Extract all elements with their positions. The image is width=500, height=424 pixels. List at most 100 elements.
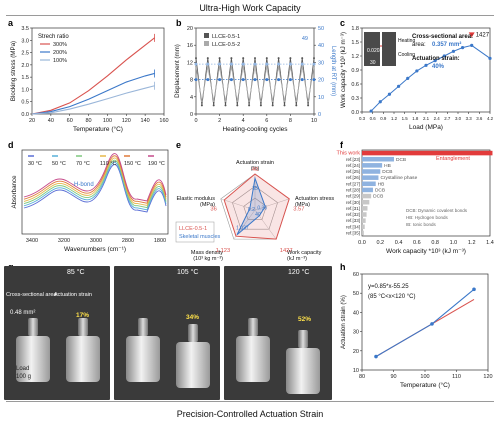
x-tick-label: 40: [48, 118, 54, 124]
y-tick-label: 30: [353, 330, 359, 336]
x-tick-label: 1800: [154, 238, 166, 244]
series-point: [288, 78, 292, 82]
series-point: [374, 354, 378, 359]
callout-strain-label: Actuation strain:: [412, 56, 460, 62]
legend-label: 30 °C: [28, 161, 42, 167]
radar-value-red: 1427: [280, 248, 293, 254]
bar-tag: DCB: [375, 188, 385, 194]
bar-tag: HB: [384, 163, 391, 169]
y-tick-label: 0.0: [21, 112, 29, 118]
callout-area-value: 0.357 mm²: [432, 41, 461, 48]
binder-clip: [28, 318, 38, 336]
panel-label-b: b: [176, 18, 182, 28]
series-point: [301, 65, 304, 68]
panel-label-h: h: [340, 262, 346, 272]
bar-category-label: ref.[24]: [346, 163, 360, 168]
series-point: [248, 104, 251, 107]
binder-clip: [188, 324, 198, 342]
panel-label-a: a: [8, 18, 14, 28]
inset-photo-left: [364, 32, 380, 66]
y-tick-label: 16: [187, 43, 193, 49]
y-axis-label: Displacement (mm): [174, 44, 181, 98]
radar-grid: [232, 185, 278, 230]
series-point: [212, 100, 215, 103]
radar-spoke: [220, 198, 256, 211]
callout-area-prefix: area:: [412, 42, 426, 48]
bar-category-label: ref.[30]: [346, 200, 360, 205]
bar: [362, 187, 373, 193]
plot-frame: [21, 149, 169, 235]
series-point: [470, 43, 474, 48]
bar: [362, 175, 379, 180]
y-axis-label: Work capacity *10³ (kJ m⁻³): [340, 32, 347, 108]
series-point: [241, 62, 245, 66]
series-point: [200, 104, 203, 107]
binder-clip: [138, 318, 148, 336]
bar: [362, 212, 367, 217]
series-point: [236, 100, 239, 103]
x-tick-label: 4: [242, 118, 245, 124]
series-point: [387, 92, 392, 96]
temperature-label: 85 °C: [67, 269, 85, 276]
x-tick-label: 2: [218, 118, 221, 124]
series-point: [253, 78, 257, 82]
y-tick-label: 50: [353, 291, 359, 297]
weight-cylinder: [286, 348, 320, 394]
y-tick-label: 0.6: [351, 82, 359, 88]
series-point: [218, 65, 221, 68]
series-line-190 °C: [23, 153, 167, 202]
legend-label: 150 °C: [124, 161, 141, 167]
y-axis-label: Absorbance: [11, 175, 18, 209]
series-point: [396, 84, 401, 88]
panel-label-d: d: [8, 140, 14, 150]
series-point: [194, 62, 198, 66]
radar-value-red: 36: [210, 207, 216, 213]
radar-spoke: [254, 209, 277, 240]
y-tick-label: 1.5: [21, 75, 29, 81]
series-point: [378, 100, 382, 104]
y-tick-label: 12: [187, 60, 193, 66]
legend-label: LLCE-0.5-1: [212, 34, 240, 40]
series-point: [241, 78, 245, 82]
x-tick-label: 3400: [26, 238, 38, 244]
bar-category-label: ref.[34]: [346, 224, 360, 229]
x-tick-label: 1.5: [402, 116, 409, 121]
bond-key: IB: Ionic bonds: [406, 222, 437, 227]
legend-label: 70 °C: [76, 161, 90, 167]
radar-series-blue: [236, 176, 266, 236]
plot-frame: [195, 27, 315, 115]
series-point: [312, 78, 316, 82]
x-tick-label: 1.2: [468, 240, 476, 246]
x-tick-label: 3.6: [476, 116, 483, 121]
y-tick-label: 1.2: [351, 54, 359, 60]
y-tick-label: 0.3: [351, 96, 359, 102]
series-line-100%: [31, 85, 155, 115]
x-tick-label: 140: [141, 118, 150, 124]
temperature-label: 105 °C: [177, 269, 199, 276]
y-right-tick-label: 10: [318, 95, 324, 101]
callout-strain-value: 40%: [432, 64, 445, 70]
bar-category-label: ref.[31]: [346, 206, 360, 211]
y-tick-label: 60: [353, 272, 359, 278]
legend-label: 300%: [53, 42, 67, 48]
strain-label: Actuation strain: [54, 292, 92, 298]
series-point: [312, 62, 316, 66]
bar-category-label: ref.[35]: [346, 231, 360, 236]
bar-category-label: ref.[27]: [346, 181, 360, 186]
series-point: [488, 56, 492, 60]
bar-category-label: ref.[33]: [346, 218, 360, 223]
y-tick-label: 20: [187, 26, 193, 32]
y-tick-label: 2.5: [21, 51, 29, 57]
x-tick-label: 0: [194, 118, 197, 124]
series-point: [265, 78, 269, 82]
bar: [362, 199, 370, 205]
series-point: [301, 57, 304, 60]
series-point: [229, 78, 233, 82]
legend-title: Strech ratio: [38, 34, 69, 40]
binder-clip: [248, 318, 258, 336]
x-tick-label: 120: [122, 118, 131, 124]
